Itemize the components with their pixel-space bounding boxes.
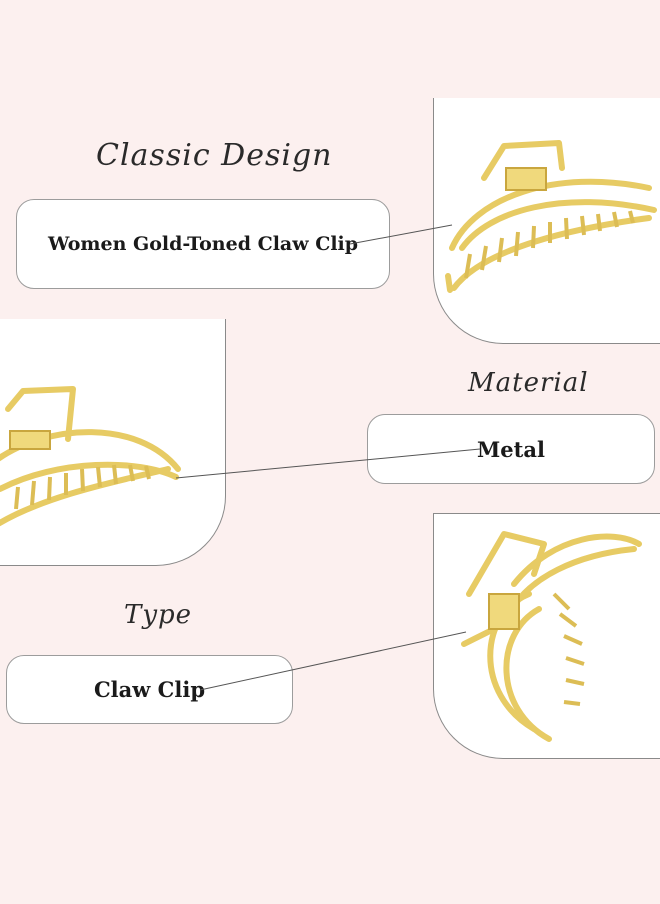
feature-heading-type: Type [124,600,193,630]
claw-clip-image [445,140,657,293]
feature-value-design-box: Women Gold-Toned Claw Clip [16,199,390,289]
feature-value-design: Women Gold-Toned Claw Clip [47,233,359,255]
feature-heading-design: Classic Design [96,138,333,173]
claw-teeth [464,210,635,279]
claw-clip-image [0,386,181,527]
product-image-panel-middle [0,319,226,566]
product-image-panel-bottom [433,513,660,759]
feature-value-material: Metal [477,436,545,462]
claw-teeth [552,592,585,706]
feature-value-type: Claw Clip [93,677,206,702]
claw-teeth [14,464,151,510]
feature-value-material-box: Metal [367,414,655,484]
feature-heading-material: Material [468,368,589,398]
feature-value-type-box: Claw Clip [6,655,293,724]
product-image-panel-top [433,98,660,344]
claw-clip-image [461,531,642,742]
